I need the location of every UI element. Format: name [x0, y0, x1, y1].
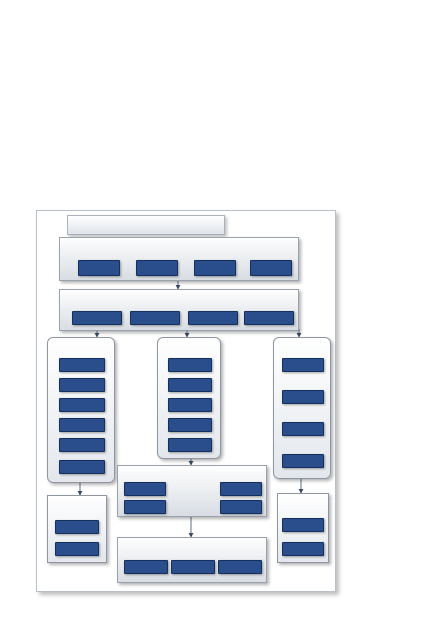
cost-item-3: [188, 311, 238, 325]
purchase-item-4: [59, 418, 105, 432]
purchase-item-1: [59, 358, 105, 372]
production-item-5: [168, 438, 212, 452]
production-item-2: [168, 378, 212, 392]
accounting-item-3: [194, 260, 236, 276]
quality-module: [117, 537, 267, 583]
customer-item-2: [282, 542, 324, 556]
inventory-module: [117, 465, 267, 517]
purchase-item-6: [59, 460, 105, 474]
cost-item-1: [72, 311, 122, 325]
accounting-item-1: [78, 260, 120, 276]
cost-item-4: [244, 311, 294, 325]
customer-item-1: [282, 518, 324, 532]
purchase-item-3: [59, 398, 105, 412]
inventory-item-4: [220, 500, 262, 514]
inventory-item-2: [220, 482, 262, 496]
sales-item-2: [282, 390, 324, 404]
sales-item-4: [282, 454, 324, 468]
cost-item-2: [130, 311, 180, 325]
production-item-3: [168, 398, 212, 412]
quality-item-3: [218, 560, 262, 574]
purchase-item-5: [59, 438, 105, 452]
production-item-4: [168, 418, 212, 432]
production-item-1: [168, 358, 212, 372]
sales-item-1: [282, 358, 324, 372]
diagram-title: [67, 215, 225, 235]
customer-module: [277, 493, 329, 563]
production-module: [157, 337, 221, 459]
purchase-module: [47, 337, 115, 483]
quality-item-1: [124, 560, 168, 574]
quality-item-2: [171, 560, 215, 574]
inventory-item-1: [124, 482, 166, 496]
supplier-item-2: [55, 542, 99, 556]
sales-item-3: [282, 422, 324, 436]
inventory-item-3: [124, 500, 166, 514]
accounting-band: [59, 237, 299, 281]
cost-band: [59, 289, 299, 331]
supplier-module: [47, 495, 107, 563]
supplier-item-1: [55, 520, 99, 534]
purchase-item-2: [59, 378, 105, 392]
accounting-item-2: [136, 260, 178, 276]
erp-function-diagram: [36, 210, 336, 592]
accounting-item-4: [250, 260, 292, 276]
sales-module: [273, 337, 331, 479]
